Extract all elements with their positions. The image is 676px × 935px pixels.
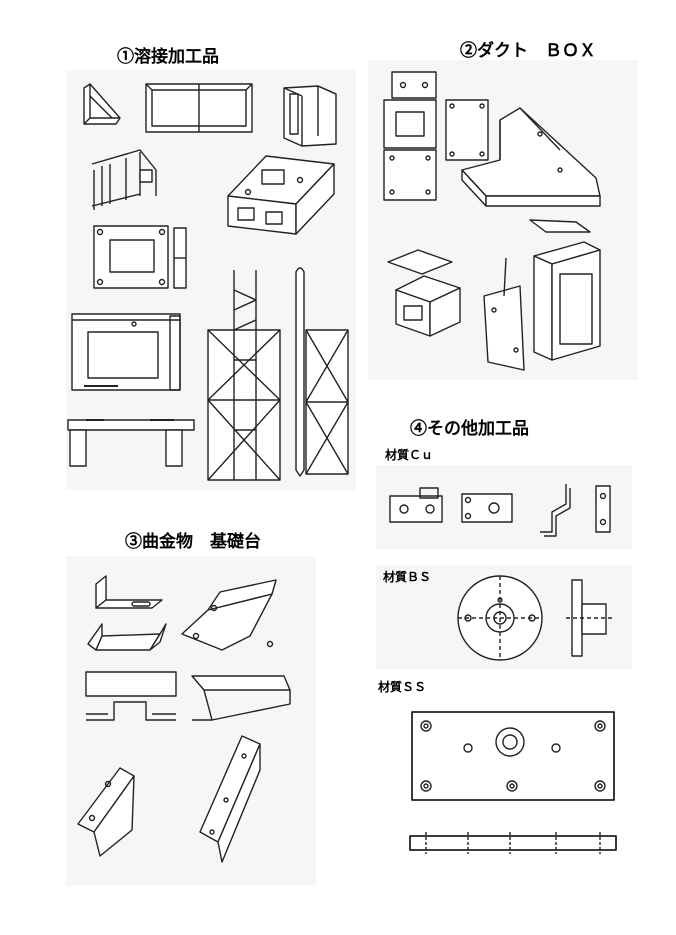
angle-bracket-drawing (96, 576, 162, 608)
bent-plate-front-drawing (86, 672, 176, 720)
material-bs-label: 材質ＢＳ (383, 570, 432, 584)
tapered-bracket-drawing (192, 676, 290, 720)
duct-cover-plate-drawing (446, 100, 488, 160)
l-duct-drawing (462, 108, 600, 206)
other-parts-section-title: ④その他加工品 (410, 419, 529, 439)
hinged-door-drawing (484, 258, 524, 370)
cu-bent-strip-drawing (540, 484, 570, 536)
cabinet-box-drawing (530, 220, 600, 360)
cu-terminal-drawing (462, 494, 512, 522)
ss-plate-side-drawing (410, 832, 616, 854)
bs-flange-side-drawing (566, 580, 612, 656)
material-ss-label: 材質ＳＳ (378, 680, 427, 694)
bent-parts-section-title: ③曲金物 基礎台 (125, 532, 261, 552)
cu-bar-drawing (596, 486, 610, 532)
open-box-drawing (388, 250, 460, 336)
enclosure-front-drawing (72, 314, 180, 390)
bs-disc-drawing (458, 576, 542, 660)
hat-channel-drawing (182, 580, 276, 650)
handrail-drawing (92, 150, 156, 210)
lattice-tower-drawing (208, 270, 280, 480)
hook-bar-drawing (296, 268, 304, 476)
long-bracket-drawing (200, 736, 260, 862)
z-bracket-drawing (78, 768, 134, 856)
cross-braced-frame-drawing (306, 330, 348, 474)
cu-tab-plate-drawing (390, 488, 442, 522)
channel-bracket-drawing (88, 624, 166, 650)
welded-frame-drawing (146, 84, 252, 132)
panel-drawing (94, 226, 186, 288)
welded-case-drawing (228, 156, 334, 234)
box-frame-drawing (284, 86, 336, 146)
welded-section-title: ①溶接加工品 (117, 47, 219, 67)
duct-box-section-title: ②ダクト ＢＯＸ (460, 41, 596, 61)
duct-panel-stack-drawing (384, 72, 436, 200)
corner-bracket-drawing (84, 84, 120, 124)
ss-base-plate-drawing (412, 712, 614, 800)
base-table-drawing (68, 420, 194, 466)
material-cu-label: 材質Ｃｕ (385, 448, 434, 462)
